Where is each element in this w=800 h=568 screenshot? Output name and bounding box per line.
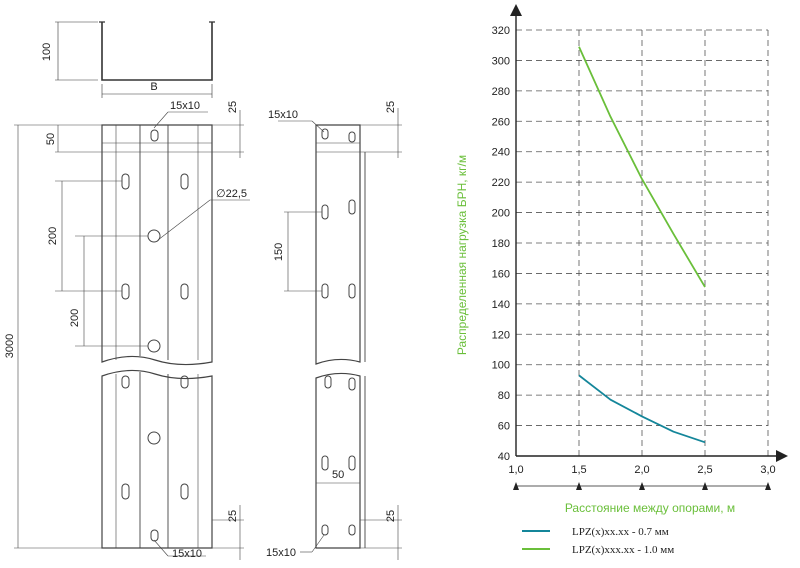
x-scale-marker bbox=[513, 482, 519, 490]
length-label: 3000 bbox=[4, 334, 16, 358]
profile-height-label: 100 bbox=[41, 43, 53, 61]
series-line-1 bbox=[578, 374, 706, 444]
front-top-band-label: 50 bbox=[45, 133, 57, 145]
profile-section bbox=[55, 21, 215, 98]
front-view bbox=[14, 110, 250, 560]
y-tick-label: 320 bbox=[492, 25, 510, 37]
side-slot-top-label: 15x10 bbox=[268, 109, 298, 121]
y-tick-label: 260 bbox=[492, 116, 510, 128]
x-scale-marker bbox=[702, 482, 708, 490]
legend-label-1: LPZ(x)xx.xx - 0.7 мм bbox=[572, 526, 669, 538]
side-pitch-label: 150 bbox=[273, 243, 285, 261]
chart-series bbox=[578, 46, 706, 444]
x-scale-marker bbox=[639, 482, 645, 490]
pitch-b-label: 200 bbox=[69, 309, 81, 327]
x-tick-label: 1,5 bbox=[571, 464, 586, 476]
x-scale-marker bbox=[576, 482, 582, 490]
y-tick-label: 240 bbox=[492, 147, 510, 159]
x-tick-label: 2,0 bbox=[634, 464, 649, 476]
y-tick-label: 300 bbox=[492, 55, 510, 67]
y-tick-label: 100 bbox=[492, 360, 510, 372]
chart-axes bbox=[510, 4, 788, 490]
front-bottom-offset-label: 25 bbox=[227, 510, 239, 522]
y-axis-title: Распределенная нагрузка БРН, кг/м bbox=[455, 155, 469, 355]
y-tick-label: 160 bbox=[492, 268, 510, 280]
side-bottom-offset-label: 25 bbox=[385, 510, 397, 522]
series-line-2 bbox=[578, 46, 706, 288]
side-view bbox=[278, 108, 402, 560]
x-tick-label: 3,0 bbox=[760, 464, 775, 476]
y-tick-label: 220 bbox=[492, 177, 510, 189]
side-spacing-label: 50 bbox=[332, 469, 344, 481]
hole-diameter-label: ∅22,5 bbox=[216, 188, 247, 200]
y-tick-label: 40 bbox=[498, 451, 510, 463]
y-tick-label: 80 bbox=[498, 390, 510, 402]
profile-width-label: B bbox=[150, 81, 157, 93]
x-tick-label: 1,0 bbox=[508, 464, 523, 476]
chart-legend: LPZ(x)xx.xx - 0.7 мм LPZ(x)xxx.xx - 1.0 м… bbox=[522, 526, 674, 556]
chart-grid bbox=[516, 29, 769, 457]
x-axis-arrow bbox=[776, 450, 788, 462]
pitch-a-label: 200 bbox=[47, 227, 59, 245]
load-chart: 40 60 80 100 120 140 160 180 200 220 240 260 280 300 3… bbox=[455, 4, 788, 556]
y-tick-label: 280 bbox=[492, 86, 510, 98]
y-tick-label: 180 bbox=[492, 238, 510, 250]
front-slot-top-label: 15x10 bbox=[170, 100, 200, 112]
y-tick-label: 60 bbox=[498, 421, 510, 433]
front-top-offset-label: 25 bbox=[227, 101, 239, 113]
y-axis-arrow bbox=[510, 4, 522, 16]
x-scale-marker bbox=[765, 482, 771, 490]
front-slot-bottom-label: 15x10 bbox=[172, 548, 202, 560]
side-top-offset-label: 25 bbox=[385, 101, 397, 113]
side-slot-bottom-label: 15x10 bbox=[266, 547, 296, 559]
x-axis-title: Расстояние между опорами, м bbox=[565, 501, 735, 515]
y-tick-label: 120 bbox=[492, 329, 510, 341]
chart-ticks: 40 60 80 100 120 140 160 180 200 220 240 260 280 300 3… bbox=[492, 25, 776, 476]
x-tick-label: 2,5 bbox=[697, 464, 712, 476]
y-tick-label: 200 bbox=[492, 208, 510, 220]
y-tick-label: 140 bbox=[492, 299, 510, 311]
legend-label-2: LPZ(x)xxx.xx - 1.0 мм bbox=[572, 544, 674, 556]
